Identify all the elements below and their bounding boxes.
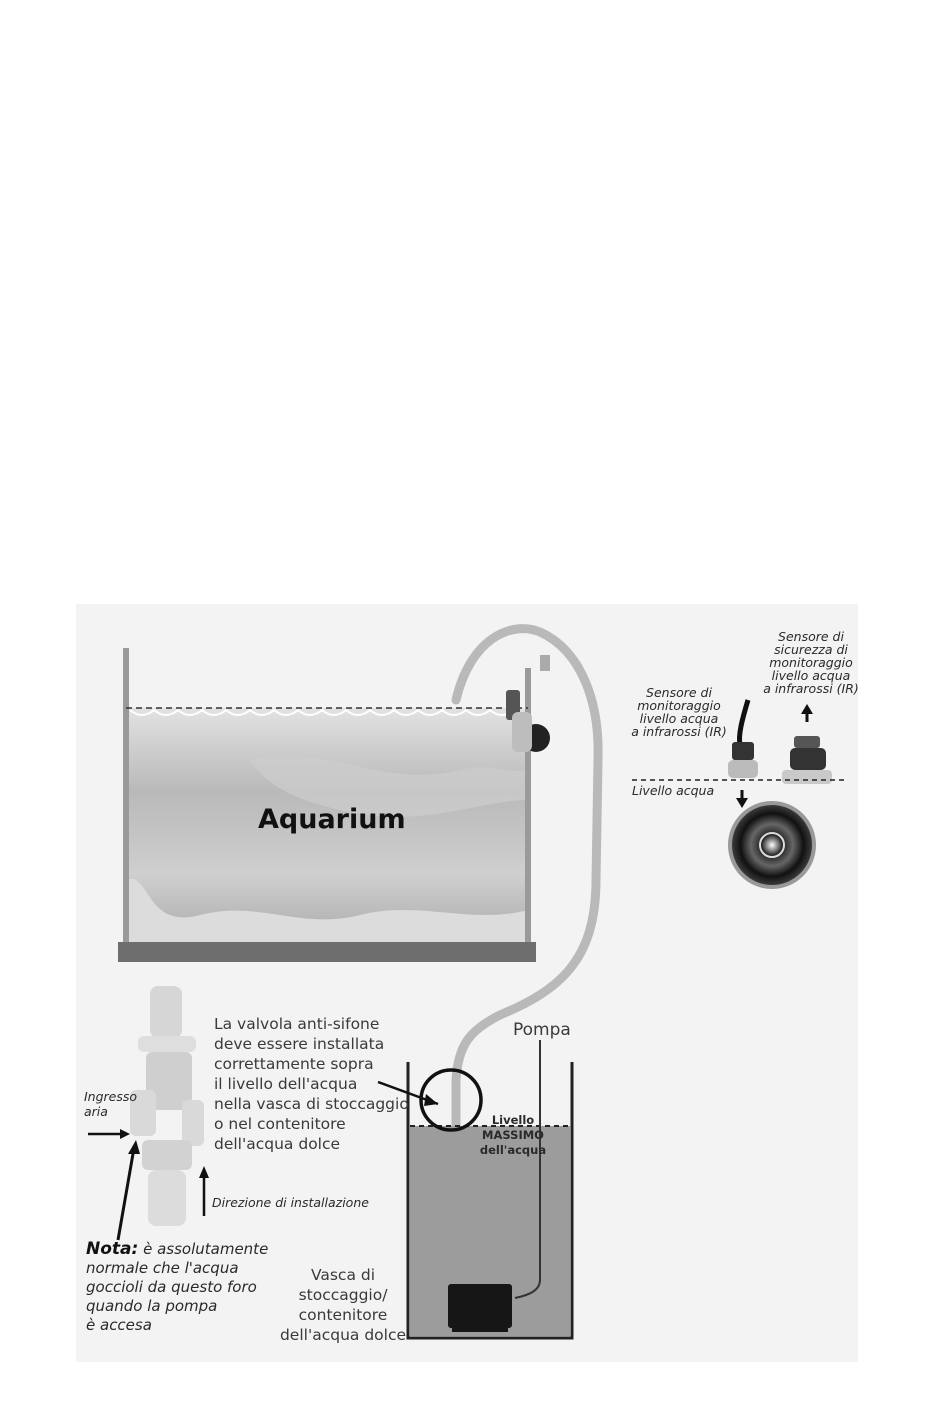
valve-arrows xyxy=(88,1129,209,1241)
hose xyxy=(451,624,603,1295)
aquarium-tank xyxy=(118,648,536,962)
air-inlet-line: aria xyxy=(84,1104,108,1119)
note-line: è assolutamente xyxy=(143,1240,269,1258)
safety-sensor-label: Sensore di sicurezza di monitoraggio liv… xyxy=(748,630,874,695)
note-prefix: Nota: xyxy=(86,1239,139,1259)
storage-tank-line: contenitore xyxy=(298,1306,388,1324)
note-line: goccioli da questo foro xyxy=(86,1278,257,1296)
aquarium-label: Aquarium xyxy=(258,804,406,835)
drip-note: Nota: è assolutamente normale che l'acqu… xyxy=(86,1240,286,1335)
safety-sensor-line: sicurezza di xyxy=(774,642,848,657)
air-inlet-line: Ingresso xyxy=(84,1089,138,1104)
storage-tank-label: Vasca di stoccaggio/ contenitore dell'ac… xyxy=(278,1265,408,1345)
max-water-level-label: Livello MASSIMO dell'acqua xyxy=(478,1113,548,1158)
anti-siphon-valve xyxy=(130,986,204,1226)
water-level-label: Livello acqua xyxy=(632,783,715,798)
valve-note-line: dell'acqua dolce xyxy=(214,1135,341,1153)
valve-highlight-circle xyxy=(419,1068,483,1132)
note-line: quando la pompa xyxy=(86,1297,218,1315)
storage-tank-line: dell'acqua dolce xyxy=(279,1326,407,1344)
note-line: è accesa xyxy=(86,1316,152,1334)
ir-sensor-label: Sensore di monitoraggio livello acqua a … xyxy=(620,686,738,738)
ir-sensor-line: Sensore di xyxy=(646,685,712,700)
ir-sensor-line: a infrarossi (IR) xyxy=(631,724,727,739)
wall-sensor xyxy=(506,655,550,752)
ir-sensor-detail xyxy=(632,699,848,889)
valve-note-line: correttamente sopra xyxy=(214,1055,374,1073)
valve-note: La valvola anti-sifone deve essere insta… xyxy=(214,1014,409,1154)
ir-sensor-line: livello acqua xyxy=(639,711,719,726)
pump-label: Pompa xyxy=(513,1020,571,1040)
valve-note-line: deve essere installata xyxy=(214,1035,385,1053)
safety-sensor-line: livello acqua xyxy=(771,668,851,683)
install-direction-label: Direzione di installazione xyxy=(212,1195,369,1210)
max-level-line: dell'acqua xyxy=(479,1143,547,1157)
safety-sensor-line: monitoraggio xyxy=(769,655,853,670)
valve-note-line: La valvola anti-sifone xyxy=(214,1015,380,1033)
safety-sensor-line: Sensore di xyxy=(778,629,844,644)
air-inlet-label: Ingresso aria xyxy=(84,1089,137,1119)
max-level-line: MASSIMO xyxy=(482,1128,544,1142)
valve-note-line: il livello dell'acqua xyxy=(214,1075,358,1093)
storage-tank-line: Vasca di xyxy=(310,1266,376,1284)
storage-tank xyxy=(377,1040,574,1340)
storage-tank-line: stoccaggio/ xyxy=(298,1286,388,1304)
safety-sensor-line: a infrarossi (IR) xyxy=(763,681,859,696)
max-level-line: Livello xyxy=(491,1113,535,1127)
valve-note-line: o nel contenitore xyxy=(214,1115,346,1133)
valve-note-line: nella vasca di stoccaggio xyxy=(214,1095,409,1113)
ir-sensor-line: monitoraggio xyxy=(637,698,721,713)
note-line: normale che l'acqua xyxy=(86,1259,239,1277)
